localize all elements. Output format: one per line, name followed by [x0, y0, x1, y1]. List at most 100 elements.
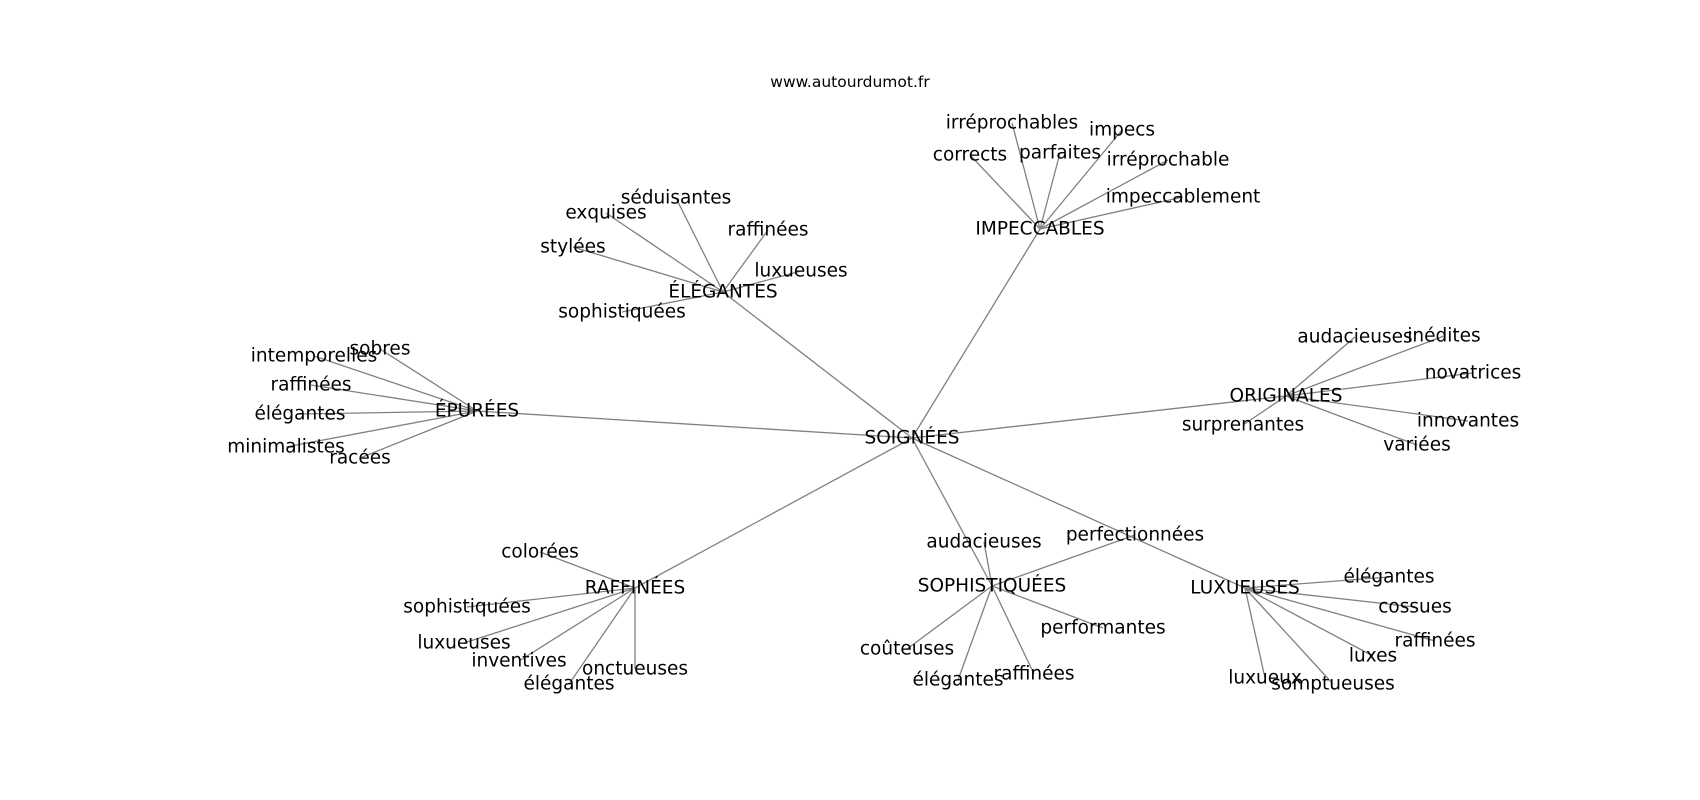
leaf-node-label: surprenantes	[1182, 415, 1304, 436]
edge-hub-to-leaf	[463, 587, 636, 644]
edges-layer	[285, 122, 1474, 685]
leaf-node-label: perfectionnées	[1066, 525, 1204, 546]
edge-hub-to-leaf	[1285, 336, 1356, 397]
leaf-node-label: élégantes	[255, 404, 346, 425]
edge-hub-to-leaf	[1039, 196, 1184, 230]
leaf-node-label: innovantes	[1417, 411, 1519, 432]
edge-hub-to-leaf	[969, 154, 1041, 230]
leaf-node-label: parfaites	[1019, 143, 1101, 164]
edge-center-to-hub	[911, 437, 993, 587]
leaf-node-label: élégantes	[1344, 567, 1435, 588]
hub-node-label: RAFFINÉES	[585, 577, 685, 599]
edge-hub-to-leaf	[1244, 587, 1266, 679]
edge-hub-to-leaf	[568, 587, 636, 685]
leaf-node-label: sobres	[350, 339, 411, 360]
leaf-node-label: variées	[1383, 435, 1450, 456]
edge-hub-to-leaf	[1039, 152, 1061, 230]
leaf-node-label: raffinées	[728, 220, 809, 241]
edge-hub-to-leaf	[991, 585, 1104, 629]
edge-center-to-hub	[476, 410, 913, 439]
edge-hub-to-leaf	[299, 410, 478, 415]
edge-hub-to-leaf	[1285, 395, 1469, 422]
leaf-node-label: sophistiquées	[558, 302, 685, 323]
leaf-node-label: sophistiquées	[403, 597, 530, 618]
edge-hub-to-leaf	[539, 551, 636, 589]
source-watermark: www.autourdumot.fr	[770, 73, 930, 91]
edge-hub-to-leaf	[518, 587, 636, 662]
edge-hub-to-leaf	[957, 585, 993, 681]
leaf-node-label: audacieuses	[1297, 327, 1412, 348]
leaf-node-label: impecs	[1089, 120, 1155, 141]
leaf-node-label: irréprochable	[1107, 150, 1230, 171]
edge-hub-to-leaf	[1244, 587, 1334, 685]
leaf-node-label: racées	[329, 448, 391, 469]
edge-hub-to-leaf	[1242, 395, 1287, 426]
leaf-node-label: luxueux	[1228, 668, 1302, 689]
edge-hub-to-leaf	[675, 197, 724, 293]
edge-hub-to-leaf	[605, 212, 724, 293]
leaf-node-label: cossues	[1378, 597, 1452, 618]
leaf-node-label: raffinées	[271, 375, 352, 396]
edge-hub-to-leaf	[379, 348, 478, 412]
edge-hub-to-leaf	[1039, 129, 1123, 230]
edge-hub-to-leaf	[313, 355, 478, 412]
edge-hub-to-leaf	[1011, 122, 1041, 230]
hub-node-label: ORIGINALES	[1230, 386, 1343, 407]
leaf-node-label: coûteuses	[860, 639, 954, 660]
leaf-node-label: luxueuses	[417, 633, 510, 654]
edge-hub-to-leaf	[1039, 159, 1169, 230]
leaf-node-label: exquises	[565, 203, 646, 224]
edge-hub-to-leaf	[285, 410, 478, 448]
leaf-node-label: audacieuses	[926, 532, 1041, 553]
edge-center-to-hub	[911, 228, 1041, 439]
leaf-node-label: minimalistes	[227, 437, 345, 458]
edge-hub-to-leaf	[1285, 335, 1445, 397]
hub-node-label: ÉPURÉES	[435, 400, 519, 422]
leaf-node-label: novatrices	[1425, 363, 1522, 384]
edge-center-to-hub	[634, 437, 913, 589]
edge-hub-to-leaf	[991, 585, 1035, 675]
leaf-node-label: élégantes	[524, 674, 615, 695]
leaf-node-label: raffinées	[994, 664, 1075, 685]
hub-node-label: IMPECCABLES	[975, 219, 1104, 240]
edge-hub-to-leaf	[722, 229, 769, 293]
leaf-node-label: corrects	[933, 145, 1007, 166]
leaf-node-label: luxes	[1349, 646, 1397, 667]
hub-node-label: ÉLÉGANTES	[668, 281, 777, 303]
edge-center-to-hub	[911, 437, 1246, 589]
leaf-node-label: séduisantes	[621, 188, 732, 209]
edge-hub-to-leaf	[1244, 587, 1436, 642]
leaf-node-label: intemporelles	[251, 346, 377, 367]
leaf-node-label: raffinées	[1395, 631, 1476, 652]
edge-hub-to-leaf	[1244, 576, 1390, 589]
edge-hub-to-leaf	[310, 384, 478, 412]
edge-hub-to-leaf	[466, 587, 636, 608]
edge-hub-to-leaf	[906, 585, 993, 650]
edge-hub-to-leaf	[1285, 395, 1418, 446]
leaf-node-label: irréprochables	[946, 113, 1078, 134]
edge-center-to-hub	[722, 291, 913, 439]
leaf-node-label: inventives	[471, 651, 566, 672]
edge-hub-to-leaf	[572, 246, 724, 293]
leaf-node-label: élégantes	[913, 670, 1004, 691]
leaf-node-label: stylées	[540, 237, 605, 258]
edge-hub-to-leaf	[621, 291, 724, 313]
edge-hub-to-leaf	[722, 270, 802, 293]
edge-hub-to-leaf	[983, 541, 993, 587]
edge-center-to-hub	[911, 395, 1287, 439]
edge-hub-to-leaf	[1244, 587, 1416, 608]
hub-node-label: LUXUEUSES	[1190, 578, 1300, 599]
leaf-node-label: inédites	[1407, 326, 1480, 347]
leaf-node-label: somptueuses	[1271, 674, 1394, 695]
edge-hub-to-leaf	[991, 534, 1136, 587]
edge-hub-to-leaf	[359, 410, 478, 459]
leaf-node-label: impeccablement	[1106, 187, 1261, 208]
labels-layer: www.autourdumot.fr SOIGNÉES IMPECCABLES co…	[227, 73, 1521, 695]
hub-node-label: SOPHISTIQUÉES	[918, 575, 1067, 597]
leaf-node-label: luxueuses	[754, 261, 847, 282]
leaf-node-label: performantes	[1040, 618, 1165, 639]
center-node-label: SOIGNÉES	[864, 427, 959, 449]
edge-hub-to-leaf	[1244, 587, 1374, 657]
leaf-node-label: colorées	[501, 542, 579, 563]
